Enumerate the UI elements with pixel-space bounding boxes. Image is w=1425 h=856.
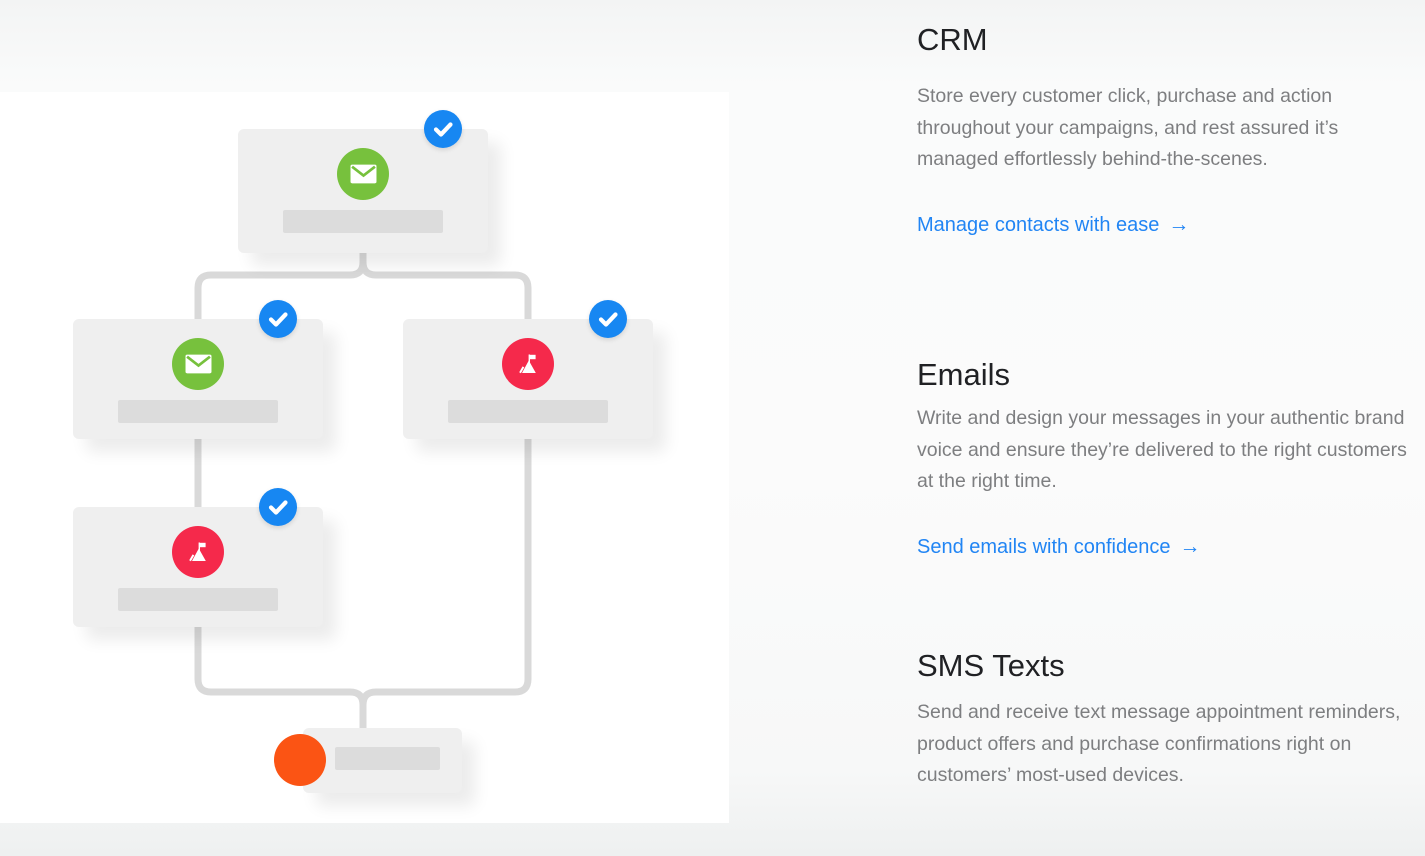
section-title-emails: Emails xyxy=(917,357,1011,392)
section-emails: Emails Write and design your messages in… xyxy=(917,355,1412,560)
placeholder-label xyxy=(118,588,278,611)
emails-link-label: Send emails with confidence xyxy=(917,535,1171,558)
flow-node-step-3 xyxy=(403,300,653,439)
automation-flow-illustration xyxy=(0,92,729,823)
flow-node-end xyxy=(303,728,462,793)
check-badge-icon xyxy=(259,300,297,338)
crm-link-label: Manage contacts with ease xyxy=(917,213,1160,236)
section-title-crm: CRM xyxy=(917,22,988,57)
placeholder-label xyxy=(283,210,443,233)
flow-node-step-2 xyxy=(73,300,323,439)
end-dot-icon xyxy=(274,734,326,786)
flow-connector-lines xyxy=(194,247,532,732)
emails-link[interactable]: Send emails with confidence → xyxy=(917,534,1200,560)
section-body-sms: Send and receive text message appointmen… xyxy=(917,701,1401,786)
email-icon xyxy=(337,148,389,200)
email-icon xyxy=(172,338,224,390)
section-title-sms: SMS Texts xyxy=(917,648,1065,683)
crm-link[interactable]: Manage contacts with ease → xyxy=(917,212,1189,238)
placeholder-label xyxy=(335,747,440,770)
section-sms: SMS Texts Send and receive text message … xyxy=(917,646,1412,792)
placeholder-label xyxy=(448,400,608,423)
check-badge-icon xyxy=(589,300,627,338)
flow-node-step-1 xyxy=(238,110,488,253)
section-body-emails: Write and design your messages in your a… xyxy=(917,407,1407,492)
feature-sections: CRM Store every customer click, purchase… xyxy=(917,0,1412,856)
placeholder-label xyxy=(118,400,278,423)
arrow-right-icon: → xyxy=(1179,534,1201,558)
section-body-crm: Store every customer click, purchase and… xyxy=(917,85,1339,170)
section-crm: CRM Store every customer click, purchase… xyxy=(917,20,1412,238)
arrow-right-icon: → xyxy=(1168,212,1190,236)
goal-flag-icon xyxy=(502,338,554,390)
flow-node-step-4 xyxy=(73,488,323,627)
check-badge-icon xyxy=(259,488,297,526)
goal-flag-icon xyxy=(172,526,224,578)
check-badge-icon xyxy=(424,110,462,148)
